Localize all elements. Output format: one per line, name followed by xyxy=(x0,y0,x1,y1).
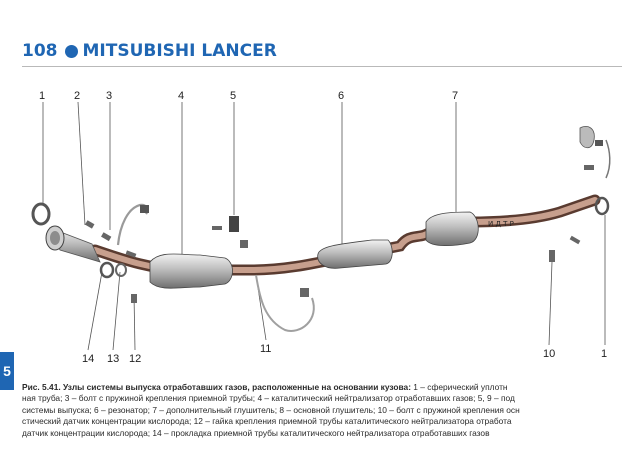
callout-4: 4 xyxy=(178,90,185,102)
resonator xyxy=(317,239,393,269)
spherical-seal-ring xyxy=(31,202,51,226)
page-number: 108 xyxy=(22,41,58,61)
gasket-ring xyxy=(115,263,127,277)
header-bullet-icon xyxy=(64,44,78,58)
callout-13: 13 xyxy=(107,353,120,365)
muffler-stamp: И Д Т Р xyxy=(488,220,514,228)
callout-2: 2 xyxy=(74,90,81,102)
leader-lines xyxy=(42,101,606,351)
caption-line-3: системы выпуска; 6 – резонатор; 7 – допо… xyxy=(22,404,520,415)
caption-line-4: стический датчик концентрации кислорода;… xyxy=(22,416,512,427)
header-rule xyxy=(22,66,622,67)
page-header: 108 MITSUBISHI LANCER xyxy=(22,40,277,62)
caption-line-5: датчик концентрации кислорода; 14 – прок… xyxy=(22,427,490,438)
callout-7: 7 xyxy=(452,90,459,102)
caption-line-2: ная труба; 3 – болт с пружиной крепления… xyxy=(22,393,515,404)
callout-6: 6 xyxy=(338,90,345,102)
bolts xyxy=(85,220,581,303)
caption-line-1: Рис. 5.41. Узлы системы выпуска отработа… xyxy=(22,382,508,392)
callout-14: 14 xyxy=(82,353,95,365)
callout-11: 11 xyxy=(260,343,272,355)
callout-1-rear: 1 xyxy=(601,348,608,360)
oxygen-sensor-rear xyxy=(255,274,315,332)
front-pipe xyxy=(45,225,101,263)
spherical-seal-ring-rear xyxy=(594,196,610,216)
callout-3: 3 xyxy=(106,90,113,102)
callout-1: 1 xyxy=(39,90,46,102)
callout-5: 5 xyxy=(230,90,237,102)
catalytic-converter xyxy=(149,253,233,289)
chapter-tab: 5 xyxy=(0,352,14,390)
hanger-bracket xyxy=(229,216,239,232)
book-title: MITSUBISHI LANCER xyxy=(82,41,277,61)
rear-hanger-hardware xyxy=(579,126,611,179)
gasket-ring xyxy=(99,261,115,279)
figure-caption: Рис. 5.41. Узлы системы выпуска отработа… xyxy=(22,382,620,439)
callout-12: 12 xyxy=(129,353,142,365)
callout-10: 10 xyxy=(543,348,556,360)
auxiliary-muffler xyxy=(425,211,479,247)
